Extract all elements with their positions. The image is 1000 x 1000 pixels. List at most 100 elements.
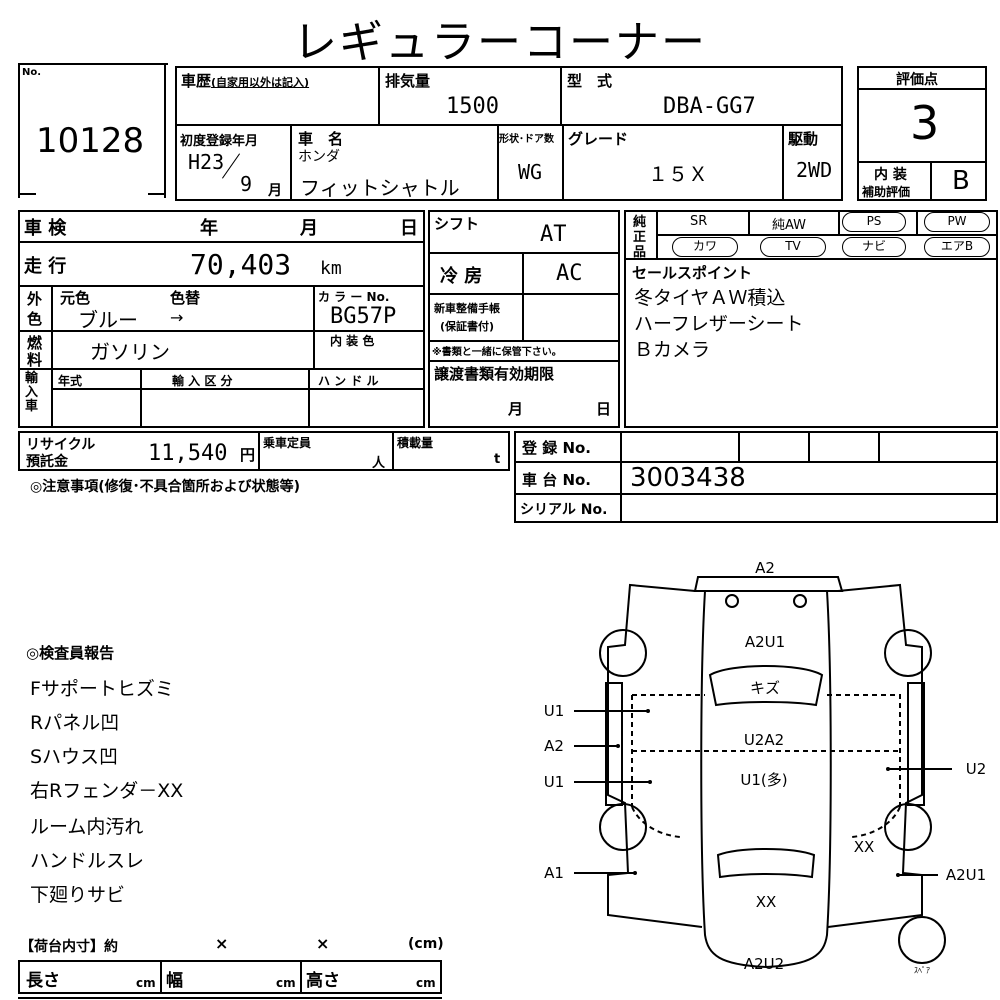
exterior-label-b: 色 <box>27 310 43 328</box>
displacement-label: 排気量 <box>385 72 431 90</box>
wheel-rr <box>884 803 932 851</box>
first-reg-month: 9 <box>240 172 253 196</box>
rating-box <box>857 66 987 201</box>
recycle-block <box>18 431 510 471</box>
recycle-label-b: 預託金 <box>26 454 68 470</box>
wheel-fl <box>599 629 647 677</box>
cargo-height-unit: cm <box>416 976 436 990</box>
diag-left2: A2 <box>544 737 564 755</box>
docs-expiry-month: 月 <box>508 400 524 418</box>
sales-points-label: セールスポイント <box>632 264 753 282</box>
diag-left3: U1 <box>544 773 565 791</box>
wheel-fr <box>884 629 932 677</box>
first-reg-label: 初度登録年月 <box>180 134 259 149</box>
color-arrow: → <box>170 308 184 327</box>
lot-number: 10128 <box>36 121 145 161</box>
registration-label: 登 録 No. <box>522 439 592 457</box>
exterior-label-a: 外 <box>27 290 43 308</box>
diag-left1: U1 <box>544 702 565 720</box>
left-door <box>607 583 703 928</box>
wheel-rl <box>599 803 647 851</box>
rating-value: 3 <box>910 96 940 150</box>
diag-roof: A2U1 <box>745 633 785 651</box>
car-body-outline <box>700 590 832 969</box>
docs-expiry-label: 譲渡書類有効期限 <box>434 365 555 383</box>
interior-sub: 補助評価 <box>862 185 911 199</box>
import-label: 輸入車 <box>25 371 39 414</box>
genuine-label-a: 純 <box>633 215 647 230</box>
genuine-navi: ナビ <box>842 237 906 257</box>
ac-label: 冷 房 <box>440 266 483 287</box>
fuel-value: ガソリン <box>90 340 170 364</box>
diag-right3: A2U1 <box>946 866 986 884</box>
recycle-value: 11,540 <box>148 441 228 466</box>
import-year-label: 年式 <box>58 374 83 388</box>
upper-info <box>175 66 843 201</box>
inspector-item-4: 右Rフェンダ－XX <box>30 780 184 802</box>
notes-label: ◎注意事項(修復･不具合箇所および状態等) <box>30 479 301 495</box>
rear-spoiler <box>693 576 844 592</box>
genuine-label-c: 品 <box>633 245 647 260</box>
diag-mid: U2A2 <box>744 731 784 749</box>
cargo-length-unit: cm <box>136 976 156 990</box>
drive-label: 駆動 <box>788 130 819 148</box>
cargo-header: 【荷台内寸】約 <box>20 939 118 955</box>
inspector-item-6: ハンドルスレ <box>30 850 145 872</box>
drive-value: 2WD <box>796 158 833 182</box>
body-doors-value: WG <box>518 160 543 184</box>
registration-block <box>514 431 998 523</box>
cargo-width-label: 幅 <box>166 971 183 991</box>
first-reg-year: H23 <box>188 150 225 174</box>
shift-value: AT <box>540 222 567 247</box>
load-label: 積載量 <box>397 436 434 450</box>
genuine-aw: 純AW <box>772 218 807 233</box>
inspector-title: ◎検査員報告 <box>26 644 115 662</box>
fuel-label-a: 燃 <box>27 334 43 352</box>
shift-block <box>428 210 620 428</box>
genuine-pw: PW <box>924 212 990 232</box>
manual-label-b: (保証書付) <box>440 320 495 333</box>
genuine-tv: TV <box>760 237 826 257</box>
displacement-value: 1500 <box>446 94 499 119</box>
diag-rear: XX <box>756 893 777 911</box>
genuine-airbag: エアB <box>924 237 990 257</box>
docs-expiry-day: 日 <box>596 400 612 418</box>
first-reg-month-unit: 月 <box>268 183 282 199</box>
recycle-unit: 円 <box>240 446 256 464</box>
diag-left4: A1 <box>544 864 564 882</box>
lot-label: No. <box>22 67 42 78</box>
sales-point-2: ハーフレザーシート <box>634 313 804 335</box>
shaken-month: 月 <box>300 218 318 239</box>
import-class-label: 輸 入 区 分 <box>172 374 233 388</box>
chassis-label: 車 台 No. <box>522 471 592 489</box>
diag-spare: ｽﾍﾟｱ <box>914 966 930 975</box>
inspector-item-5: ルーム内汚れ <box>30 816 144 838</box>
cargo-table <box>18 960 442 994</box>
car-name-value: フィットシャトル <box>300 176 460 200</box>
genuine-ps: PS <box>842 212 906 232</box>
diag-glass: キズ <box>750 679 780 697</box>
inspector-item-3: Sハウス凹 <box>30 746 119 768</box>
color-code-label: カ ラ ー No. <box>318 290 390 304</box>
grade-value: １５Ｘ <box>648 162 708 186</box>
orig-color-label: 元色 <box>60 289 91 307</box>
orig-color-value: ブルー <box>78 308 138 332</box>
capacity-label: 乗車定員 <box>263 436 312 450</box>
interior-color-label: 内 装 色 <box>330 334 375 348</box>
model-type-label: 型 式 <box>567 72 613 90</box>
shaken-day: 日 <box>400 218 418 239</box>
serial-label: シリアル No. <box>520 502 608 518</box>
capacity-unit: 人 <box>372 456 386 471</box>
history-label: 車歴(自家用以外は記入) <box>181 72 310 90</box>
mileage-unit: km <box>320 258 342 279</box>
lot-box: No. 10128 <box>18 63 168 198</box>
cargo-x2: × <box>316 934 330 953</box>
sales-points-block <box>624 260 998 428</box>
damage-diagram: A2 A2U1 キズ U2A2 U1(多) U1 A2 U1 A1 U2 XX … <box>544 559 987 975</box>
genuine-label-b: 正 <box>633 230 647 245</box>
diag-body: U1(多) <box>740 771 787 789</box>
diag-top: A2 <box>755 559 775 577</box>
car-maker: ホンダ <box>298 149 340 165</box>
cargo-x1: × <box>215 934 229 953</box>
windshield <box>708 665 824 707</box>
